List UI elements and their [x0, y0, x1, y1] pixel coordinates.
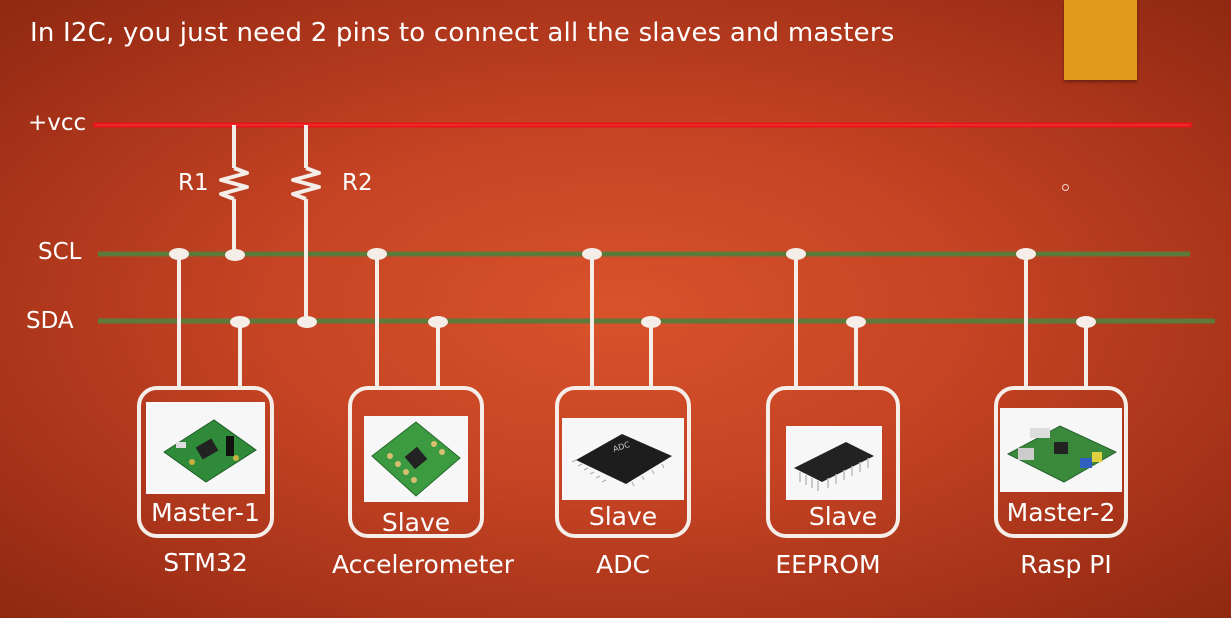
device-box-eeprom: Slave — [766, 386, 900, 538]
resistor-r1 — [219, 125, 249, 254]
raspberry-pi-board-image — [1000, 408, 1122, 492]
device-name: Rasp PI — [1020, 550, 1112, 579]
device-role: Slave — [381, 508, 451, 537]
device-name: STM32 — [163, 548, 248, 577]
small-circle-marker — [1062, 184, 1069, 191]
scl-label: SCL — [38, 239, 82, 265]
device-role: Slave — [808, 502, 878, 531]
device-box-accelerometer: Slave — [348, 386, 484, 538]
slide-title: In I2C, you just need 2 pins to connect … — [30, 18, 895, 48]
accelerometer-module-image — [364, 416, 468, 502]
device-box-master-2: Master-2 — [994, 386, 1128, 538]
resistor-r2 — [291, 125, 321, 321]
adc-chip-image: ADC — [562, 418, 684, 500]
device-role: Slave — [588, 502, 658, 531]
r1-label: R1 — [178, 170, 209, 196]
sda-label: SDA — [26, 308, 74, 334]
device-role: Master-1 — [151, 498, 260, 527]
device-box-adc: ADC Slave — [555, 386, 691, 538]
r2-label: R2 — [342, 170, 373, 196]
device-box-master-1: Master-1 — [137, 386, 274, 538]
device-name: ADC — [596, 550, 650, 579]
device-name: Accelerometer — [331, 550, 515, 579]
stm32-board-image — [146, 402, 265, 494]
vcc-label: +vcc — [28, 110, 87, 136]
accent-box — [1064, 0, 1137, 80]
eeprom-chip-image — [786, 426, 882, 500]
device-name: EEPROM — [775, 550, 881, 579]
device-role: Master-2 — [1006, 498, 1116, 527]
